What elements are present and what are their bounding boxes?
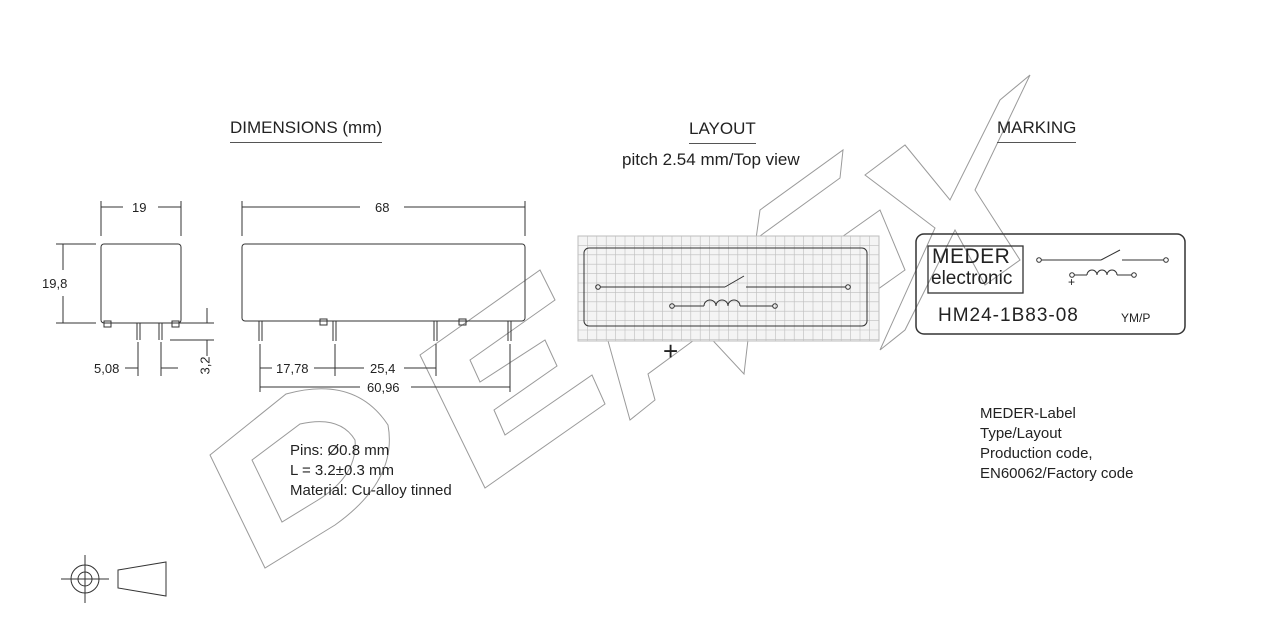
- label-legend: MEDER-Label Type/Layout Production code,…: [980, 404, 1133, 484]
- dimensions-heading: DIMENSIONS (mm): [230, 118, 383, 143]
- label-legend-line: Production code,: [980, 445, 1093, 462]
- dim-pin-span: 60,96: [367, 380, 400, 395]
- pins-note-line: Material: Cu-alloy tinned: [290, 482, 452, 499]
- label-legend-line: MEDER-Label: [980, 405, 1076, 422]
- dim-height: 19,8: [42, 276, 68, 291]
- dim-pin-pitch: 25,4: [370, 361, 396, 376]
- meder-brand-line1: MEDER: [932, 245, 1011, 268]
- watermark-letter-e: [419, 269, 606, 489]
- meder-logo-box: [927, 245, 1024, 294]
- side-view-body: [100, 243, 182, 324]
- marking-heading: MARKING: [997, 118, 1077, 143]
- layout-outline: [583, 247, 868, 327]
- dim-width: 19: [132, 200, 147, 215]
- marking-type: HM24-1B83-08: [938, 305, 1079, 326]
- layout-grid: [577, 235, 880, 342]
- pins-note-line: Pins: Ø0.8 mm: [290, 442, 390, 459]
- layout-schematic: [595, 275, 851, 309]
- side-view: [56, 201, 214, 376]
- label-legend-line: EN60062/Factory code: [980, 465, 1134, 482]
- pins-notes: Pins: Ø0.8 mm L = 3.2±0.3 mm Material: C…: [290, 441, 452, 501]
- front-view-body: [241, 243, 526, 322]
- projection-symbol-icon: [61, 555, 167, 603]
- dim-pin-spacing: 5,08: [94, 361, 120, 376]
- layout-plus-sign: +: [663, 336, 679, 366]
- watermark-letter-x: [864, 74, 1031, 351]
- meder-brand-line2: electronic: [931, 268, 1013, 289]
- dim-length: 68: [375, 200, 390, 215]
- coil-plus-sign: +: [1068, 275, 1076, 289]
- layout-subheading: pitch 2.54 mm/Top view: [622, 150, 800, 169]
- label-legend-line: Type/Layout: [980, 425, 1062, 442]
- layout-heading: LAYOUT: [689, 119, 756, 144]
- dim-pin-length: 3,2: [197, 356, 213, 375]
- watermark-letter-d: [209, 388, 390, 569]
- marking-code: YM/P: [1121, 311, 1151, 325]
- marking-label: [915, 233, 1186, 335]
- dim-pin-offset: 17,78: [276, 361, 309, 376]
- front-view: [241, 201, 526, 392]
- pins-note-line: L = 3.2±0.3 mm: [290, 462, 394, 479]
